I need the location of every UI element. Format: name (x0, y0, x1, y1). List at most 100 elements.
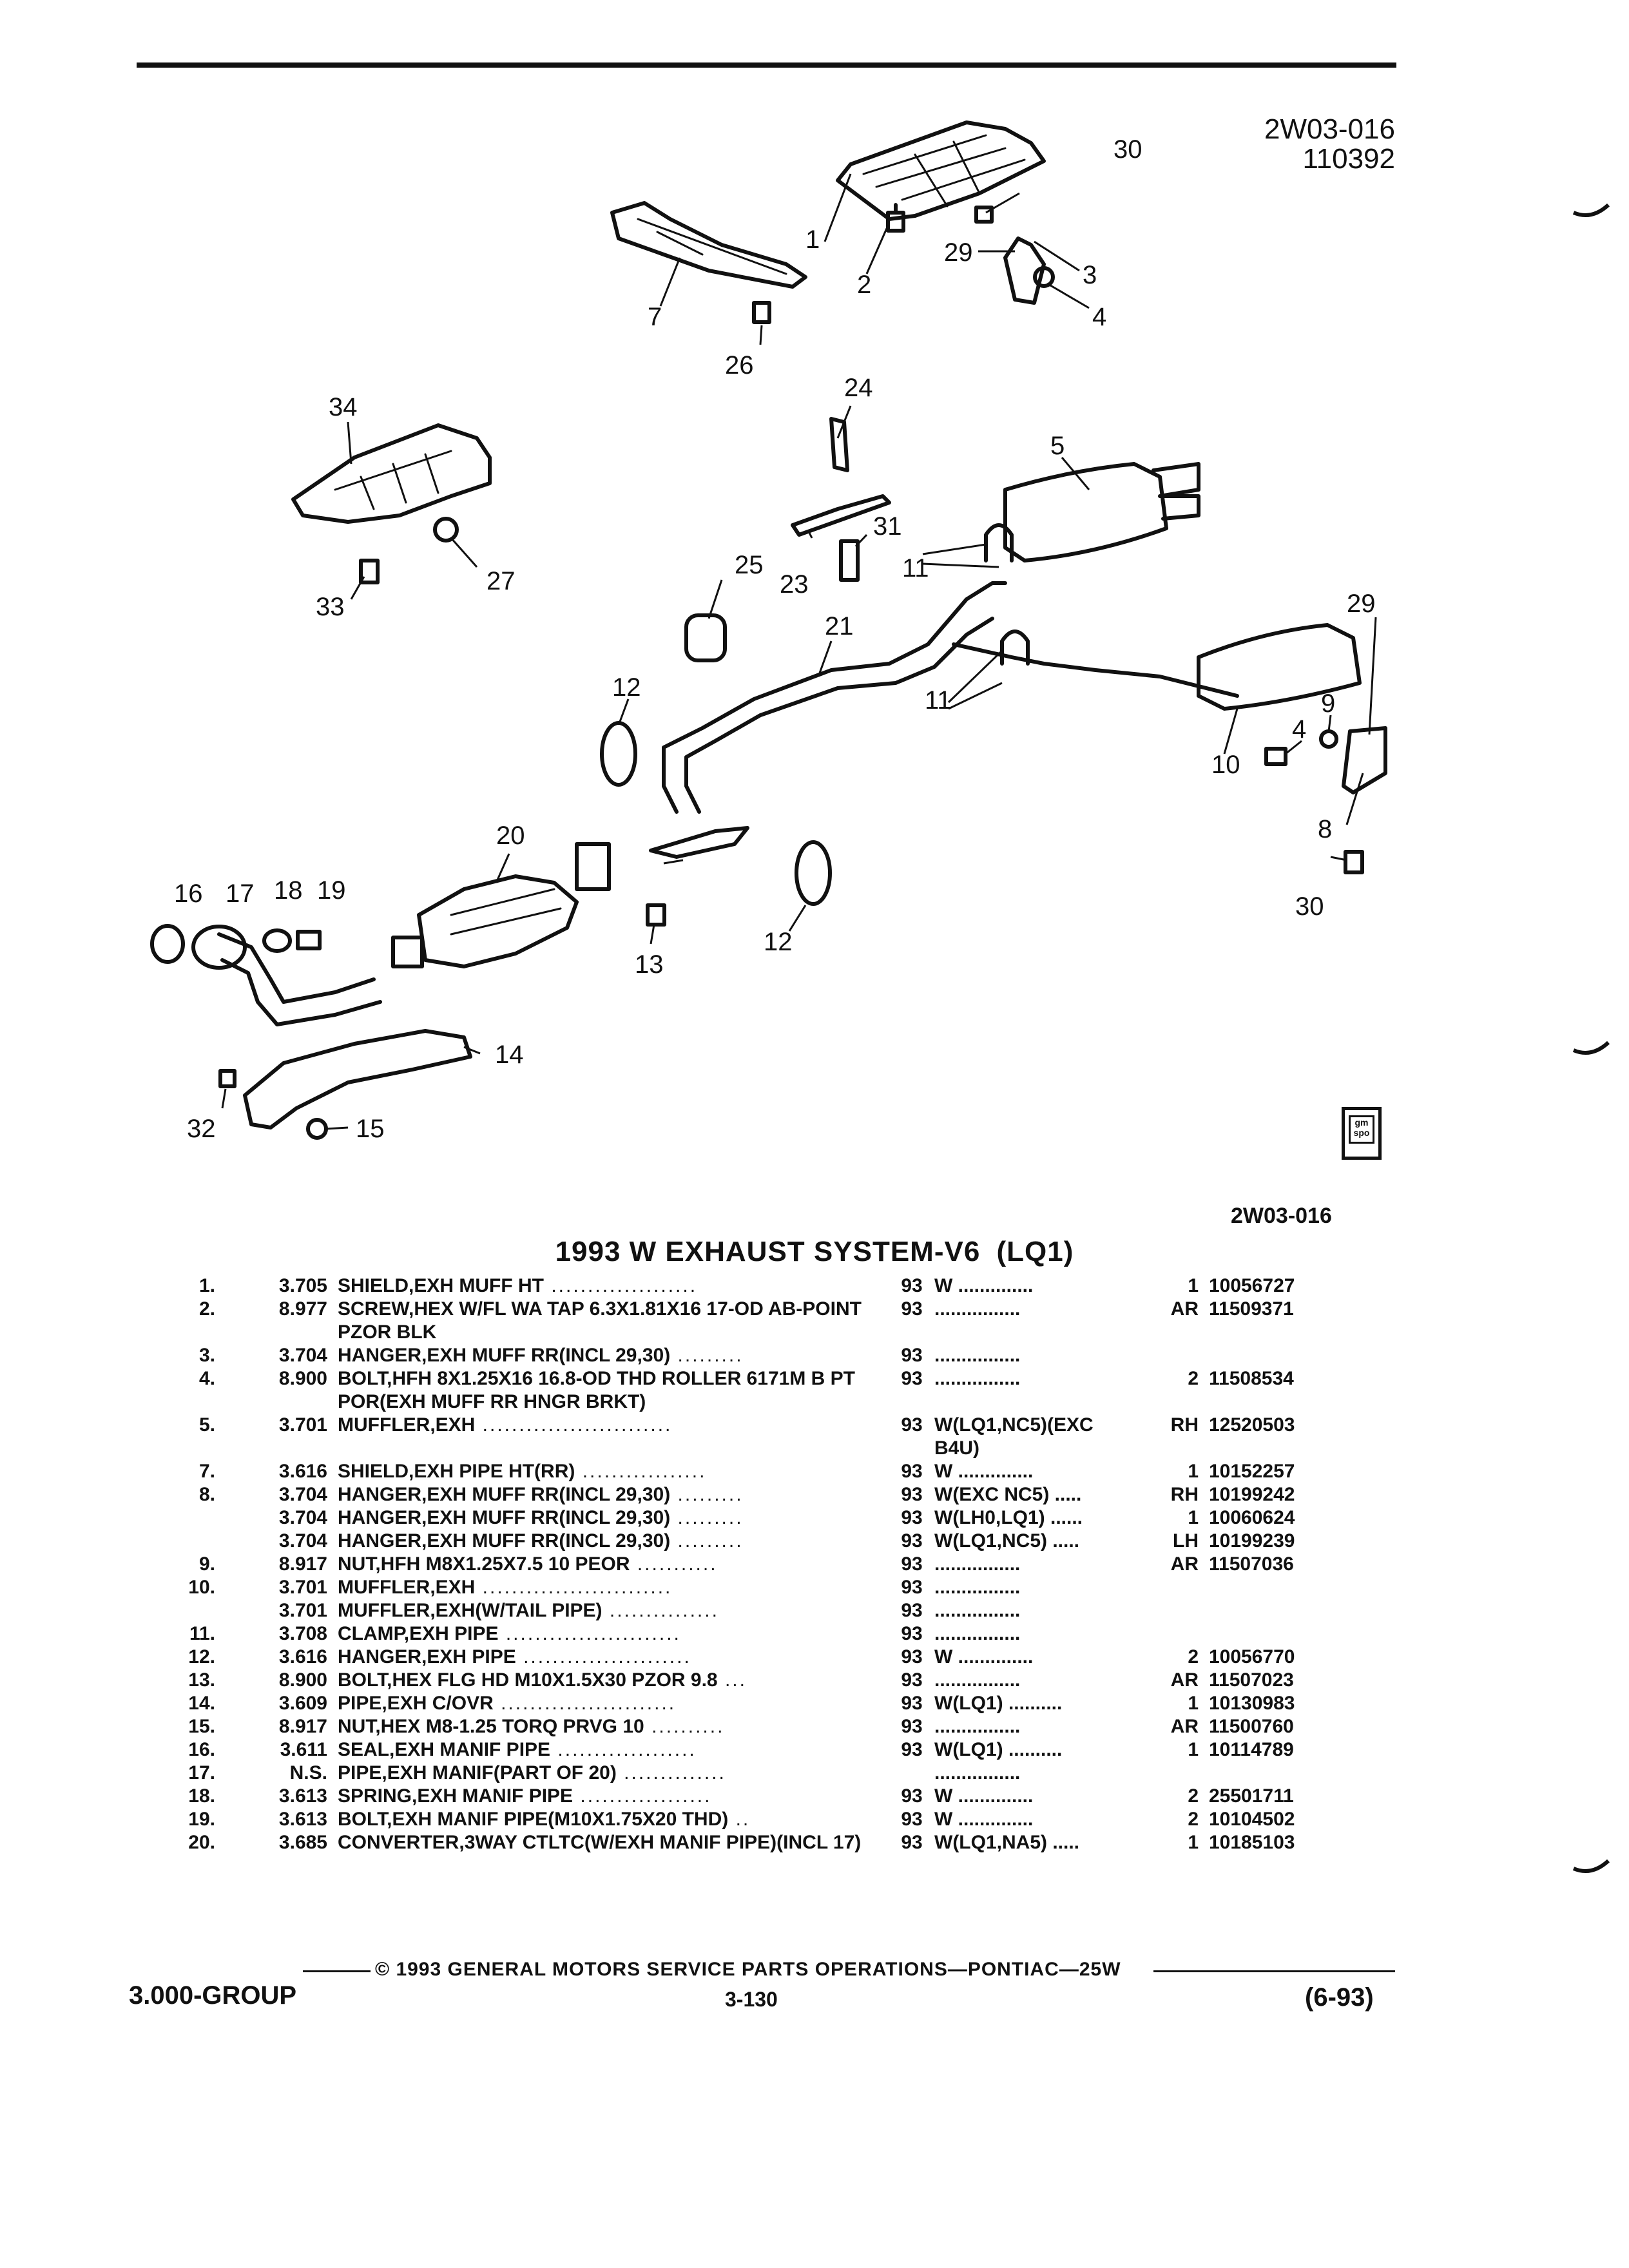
part-name: BOLT (338, 1669, 387, 1691)
part-detail: ,EXH MANIF(PART OF 20) (381, 1762, 617, 1783)
description: SPRING,EXH MANIF PIPE .................. (338, 1785, 889, 1808)
part-detail: ,EXH MUFF RR(INCL 29,30) (421, 1484, 671, 1505)
part-16-seal (150, 924, 185, 964)
margin-mark-icon (1572, 203, 1610, 217)
item-number: 13. (188, 1669, 215, 1691)
usage: W(LQ1,NA5) ..... (934, 1832, 1079, 1853)
item-number: 8. (198, 1484, 215, 1505)
callout-27: 27 (487, 567, 516, 595)
part-5-muffler (1003, 462, 1168, 562)
part-detail: ,EXH PIPE (403, 1623, 499, 1644)
callout-24: 24 (844, 374, 873, 402)
callout-19: 19 (317, 876, 346, 905)
margin-mark-icon (1572, 1041, 1610, 1055)
dot-leader: .......................... (475, 1577, 673, 1598)
callout-21: 21 (825, 612, 854, 640)
usage: W(LQ1) .......... (934, 1693, 1063, 1714)
figure-id: 2W03-016 110392 (1228, 115, 1395, 174)
model-year: 93 (901, 1298, 923, 1320)
gm-spo-badge-text: gm spo (1349, 1115, 1374, 1144)
group-number: 3.704 (278, 1530, 327, 1552)
dot-leader: ................. (575, 1461, 707, 1482)
callout-5: 5 (1050, 432, 1065, 460)
model-year: 93 (901, 1461, 923, 1482)
model-year: 93 (901, 1739, 923, 1760)
item-number: 20. (188, 1832, 215, 1853)
quantity: AR (1170, 1716, 1199, 1737)
part-number: 10130983 (1209, 1693, 1295, 1714)
exhaust-system-diagram: 1 2 30 29 3 4 7 26 24 5 34 27 33 31 11 2… (150, 120, 1387, 1143)
part-name: SEAL (338, 1739, 390, 1760)
quantity: 1 (1188, 1739, 1199, 1760)
usage: W(EXC NC5) ..... (934, 1484, 1082, 1505)
part-name: MUFFLER (338, 1577, 430, 1598)
part-30-bolt (974, 206, 994, 224)
description: MUFFLER,EXH .......................... (338, 1576, 889, 1599)
dot-leader: ......... (670, 1507, 744, 1528)
usage: W .............. (934, 1785, 1034, 1807)
item-number: 18. (188, 1785, 215, 1807)
model-year: 93 (901, 1600, 923, 1621)
group-number: 3.701 (278, 1577, 327, 1598)
part-2-screw (886, 211, 905, 233)
quantity: 1 (1188, 1461, 1199, 1482)
group-number: 8.917 (278, 1553, 327, 1575)
item-number: 17. (188, 1762, 215, 1783)
part-number: 11508534 (1209, 1368, 1294, 1389)
part-name: HANGER (338, 1646, 422, 1667)
description: MUFFLER,EXH .......................... (338, 1414, 889, 1460)
description: SCREW,HEX W/FL WA TAP 6.3X1.81X16 17-OD … (338, 1298, 889, 1344)
callout-29-rr: 29 (1347, 590, 1376, 618)
description: SEAL,EXH MANIF PIPE ................... (338, 1738, 889, 1762)
group-number: 3.704 (278, 1507, 327, 1528)
usage: ................ (934, 1298, 1021, 1320)
part-name: SHIELD (338, 1461, 409, 1482)
part-detail: ,EXH (430, 1414, 476, 1436)
group-number: 3.704 (278, 1345, 327, 1366)
group-number: 8.977 (278, 1298, 327, 1320)
item-number: 16. (188, 1739, 215, 1760)
part-name: BOLT (338, 1368, 387, 1389)
callout-33: 33 (316, 593, 345, 621)
part-34-shield (291, 423, 492, 524)
dot-leader: .................... (544, 1275, 698, 1296)
part-name: HANGER (338, 1530, 422, 1552)
model-year: 93 (901, 1716, 923, 1737)
group-number: 3.704 (278, 1484, 327, 1505)
quantity: 1 (1188, 1507, 1199, 1528)
part-name: BOLT (338, 1809, 387, 1830)
description: NUT,HEX M8-1.25 TORQ PRVG 10 .......... (338, 1715, 889, 1738)
part-number: 10199242 (1209, 1484, 1295, 1505)
part-detail: ,EXH MANIF PIPE(M10X1.75X20 THD) (387, 1809, 729, 1830)
group-number: 3.701 (278, 1600, 327, 1621)
usage: ................ (934, 1762, 1021, 1783)
callout-32: 32 (187, 1115, 216, 1143)
dot-leader: .............. (616, 1762, 726, 1783)
callout-11-top: 11 (902, 554, 929, 582)
part-name: PIPE (338, 1762, 382, 1783)
part-detail: ,HFH M8X1.25X7.5 10 PEOR (375, 1553, 630, 1575)
quantity (1141, 1622, 1209, 1646)
part-19-bolt (296, 930, 322, 950)
dot-leader: .......... (644, 1716, 725, 1737)
callout-25: 25 (735, 551, 764, 579)
description: HANGER,EXH MUFF RR(INCL 29,30) ......... (338, 1483, 889, 1506)
callout-31: 31 (873, 512, 902, 541)
callout-9: 9 (1321, 689, 1335, 718)
part-name: SCREW (338, 1298, 409, 1320)
part-8-hanger (1342, 726, 1387, 794)
gm-spo-badge-icon: gm spo (1342, 1107, 1382, 1160)
part-20-converter (417, 874, 579, 968)
part-number: 11507023 (1209, 1669, 1294, 1691)
part-name: HANGER (338, 1484, 422, 1505)
quantity (1141, 1762, 1209, 1785)
